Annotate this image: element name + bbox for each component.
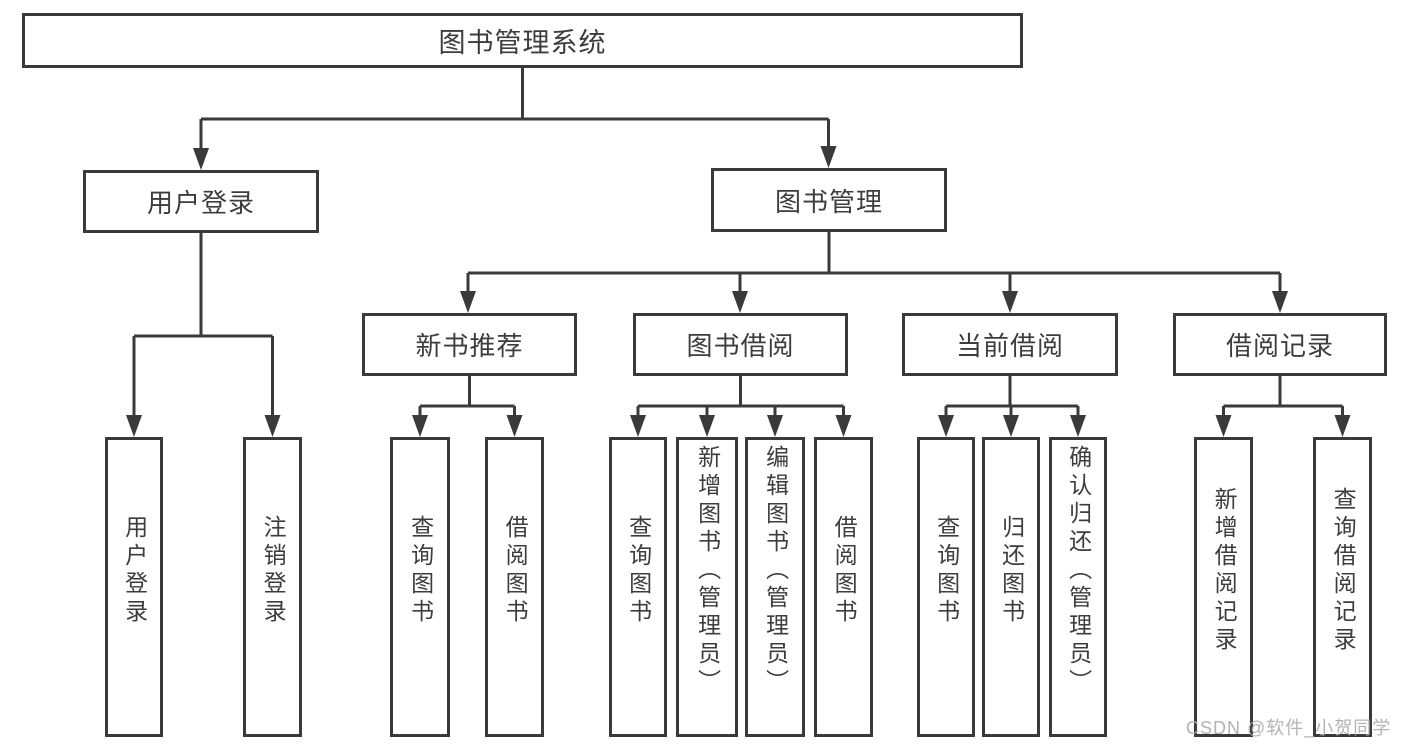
node-current-borrow: 当前借阅 [902,313,1118,376]
node-label: 用户登录 [146,188,255,218]
leaf-query-books-b: 查询图书 [609,437,667,737]
node-borrow-records: 借阅记录 [1173,313,1387,376]
leaf-return-books: 归还图书 [982,437,1040,737]
node-label: 新增图书（管理员） [694,445,721,697]
node-label: 编辑图书（管理员） [762,445,789,697]
node-label: 确认归还（管理员） [1065,445,1092,697]
node-label: 图书管理系统 [438,28,607,58]
leaf-query-books-a: 查询图书 [390,437,450,737]
node-label: 借阅图书 [502,515,529,627]
leaf-logout-login: 注销登录 [243,437,302,737]
leaf-borrow-books-b: 借阅图书 [814,437,873,737]
node-label: 图书借阅 [686,331,795,361]
node-label: 归还图书 [998,515,1025,627]
node-book-borrow: 图书借阅 [633,313,848,376]
node-label: 查询图书 [933,515,960,627]
node-label: 查询图书 [625,515,652,627]
node-label: 注销登录 [260,515,287,627]
leaf-query-borrow-record: 查询借阅记录 [1313,437,1372,737]
node-label: 新增借阅记录 [1211,487,1238,655]
node-label: 查询图书 [407,515,434,627]
leaf-add-borrow-record: 新增借阅记录 [1194,437,1253,737]
leaf-confirm-return-admin: 确认归还（管理员） [1049,437,1107,737]
node-label: 新书推荐 [415,331,524,361]
node-book-management: 图书管理 [711,168,947,232]
node-label: 查询借阅记录 [1330,487,1357,655]
node-user-login: 用户登录 [83,170,319,233]
node-label: 当前借阅 [955,331,1064,361]
node-label: 借阅记录 [1225,331,1334,361]
leaf-query-books-c: 查询图书 [917,437,975,737]
leaf-add-books-admin: 新增图书（管理员） [676,437,738,737]
arrowheads [126,146,1351,437]
leaf-user-login: 用户登录 [105,437,163,737]
node-label: 借阅图书 [831,515,858,627]
leaf-borrow-books-a: 借阅图书 [485,437,544,737]
node-new-book-recommend: 新书推荐 [362,313,577,376]
watermark: CSDN @软件_小贺同学 [1186,718,1392,738]
node-label: 图书管理 [774,186,883,217]
node-label: 用户登录 [121,515,148,627]
leaf-edit-books-admin: 编辑图书（管理员） [745,437,805,737]
node-library-system: 图书管理系统 [22,13,1023,68]
